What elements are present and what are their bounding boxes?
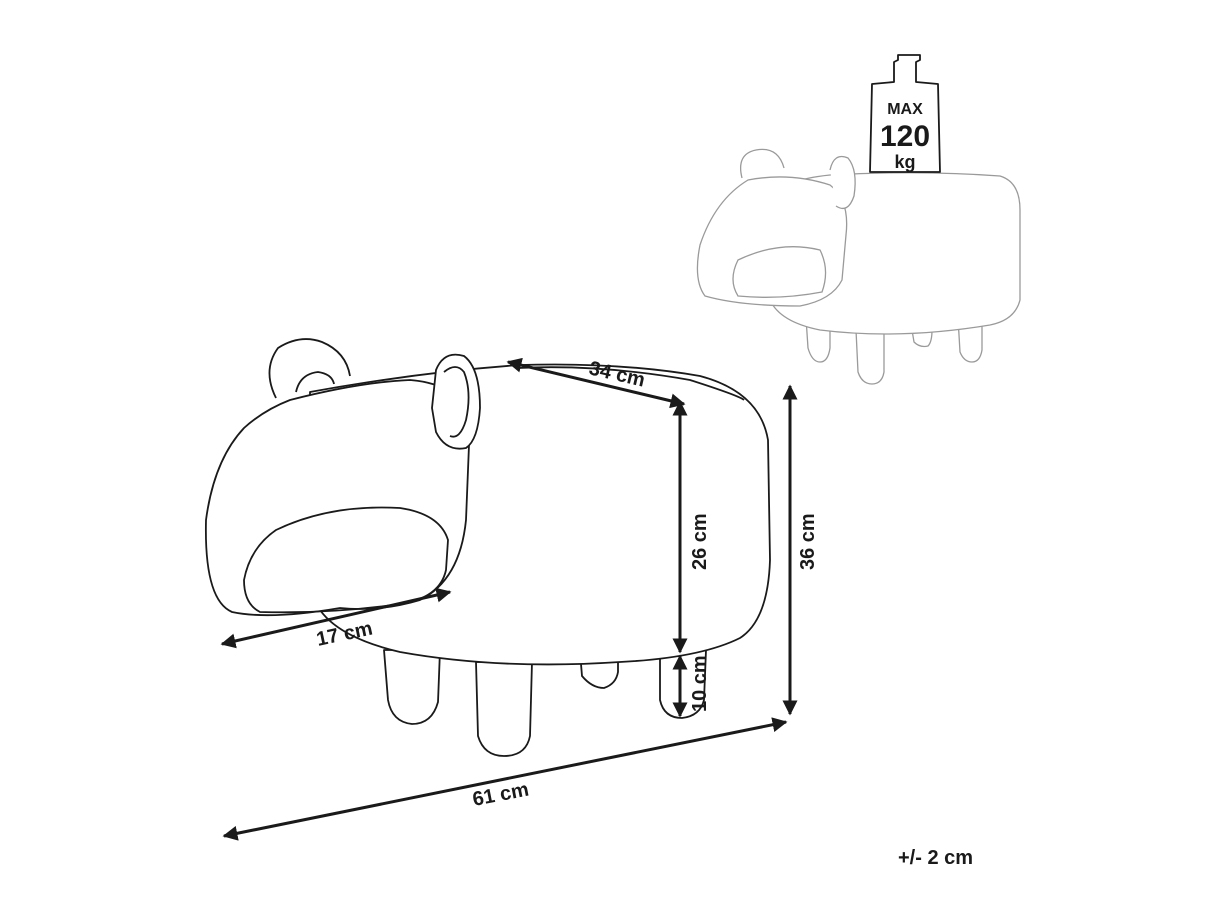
weight-icon [869, 54, 941, 173]
ear-left [268, 338, 351, 399]
dimension-total-height-label: 36 cm [797, 513, 819, 570]
ottoman-ghost-illustration [696, 148, 1021, 385]
dimension-total-height: 36 cm [782, 384, 819, 716]
weight-label-unit: kg [894, 152, 915, 172]
dimension-seat-height-label: 26 cm [689, 513, 711, 570]
dimension-seat-height: 26 cm [672, 400, 711, 654]
ear-right [431, 353, 481, 450]
dimension-head-depth-label: 17 cm [314, 618, 374, 651]
dimension-leg-height: 10 cm [672, 654, 711, 718]
weight-label-max: MAX [887, 101, 923, 118]
ottoman-main-illustration [204, 338, 771, 757]
dimension-leg-height-label: 10 cm [689, 655, 711, 712]
leg-front-left [383, 649, 441, 725]
ottoman-head [204, 379, 471, 617]
leg-rear-left [475, 661, 533, 757]
weight-label-value: 120 [880, 120, 930, 153]
max-weight-badge: MAX 120 kg [869, 54, 941, 173]
tolerance-note: +/- 2 cm [898, 847, 973, 869]
